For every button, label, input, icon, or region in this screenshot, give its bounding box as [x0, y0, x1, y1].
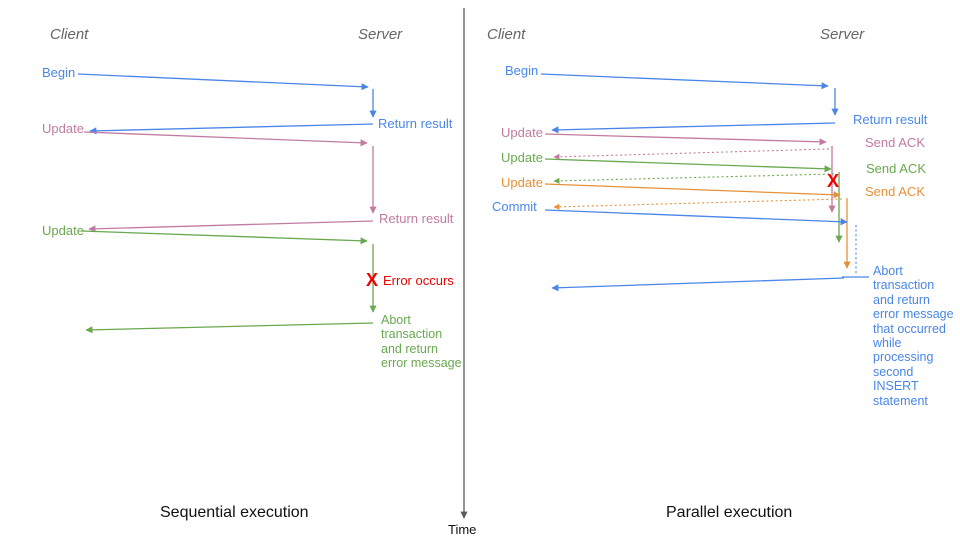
left-server-header: Server	[358, 26, 403, 43]
left-return-result-1-label: Return result	[378, 116, 453, 131]
right-abort-response-arrow	[551, 277, 845, 292]
right-commit-request-arrow	[544, 209, 848, 226]
right-update-1-request-arrow	[544, 133, 827, 146]
right-begin-request-arrow	[540, 73, 829, 90]
right-send-ack-3-label: Send ACK	[865, 184, 925, 199]
left-error-x-icon: X	[366, 270, 379, 290]
right-server-header: Server	[820, 26, 865, 43]
left-abort-response-arrow	[85, 322, 374, 334]
left-update-2-label: Update	[42, 223, 84, 238]
right-update-2-request-arrow	[544, 158, 832, 173]
right-send-ack-1-label: Send ACK	[865, 135, 925, 150]
left-caption: Sequential execution	[160, 504, 309, 521]
right-abort-note: Abort transaction and return error messa…	[873, 264, 954, 408]
right-begin-label: Begin	[505, 63, 539, 78]
left-begin-request-arrow	[77, 73, 369, 91]
right-return-result-arrow	[551, 122, 836, 134]
right-caption: Parallel execution	[666, 504, 793, 521]
left-error-occurs-label: Error occurs	[383, 273, 454, 288]
left-update-1-label: Update	[42, 121, 84, 136]
left-return-result-2-arrow	[88, 220, 374, 233]
right-client-header: Client	[487, 26, 526, 43]
time-axis-label: Time	[448, 522, 477, 537]
left-client-header: Client	[50, 26, 89, 43]
right-update-3-request-arrow	[544, 183, 841, 199]
right-send-ack-2-arrow	[553, 173, 835, 184]
left-abort-note: Abort transaction and return error messa…	[381, 313, 462, 371]
left-return-result-1-arrow	[89, 123, 374, 135]
left-begin-label: Begin	[42, 65, 76, 80]
right-send-ack-1-arrow	[553, 148, 830, 160]
right-send-ack-3-arrow	[553, 198, 843, 210]
right-error-x-icon: X	[827, 171, 840, 191]
right-return-result-label: Return result	[853, 112, 928, 127]
right-update-3-label: Update	[501, 175, 543, 190]
left-update-2-request-arrow	[80, 230, 368, 245]
right-update-1-label: Update	[501, 125, 543, 140]
right-send-ack-2-label: Send ACK	[866, 161, 926, 176]
left-return-result-2-label: Return result	[379, 211, 454, 226]
right-update-2-label: Update	[501, 150, 543, 165]
right-commit-label: Commit	[492, 199, 537, 214]
left-update-1-request-arrow	[83, 131, 368, 147]
